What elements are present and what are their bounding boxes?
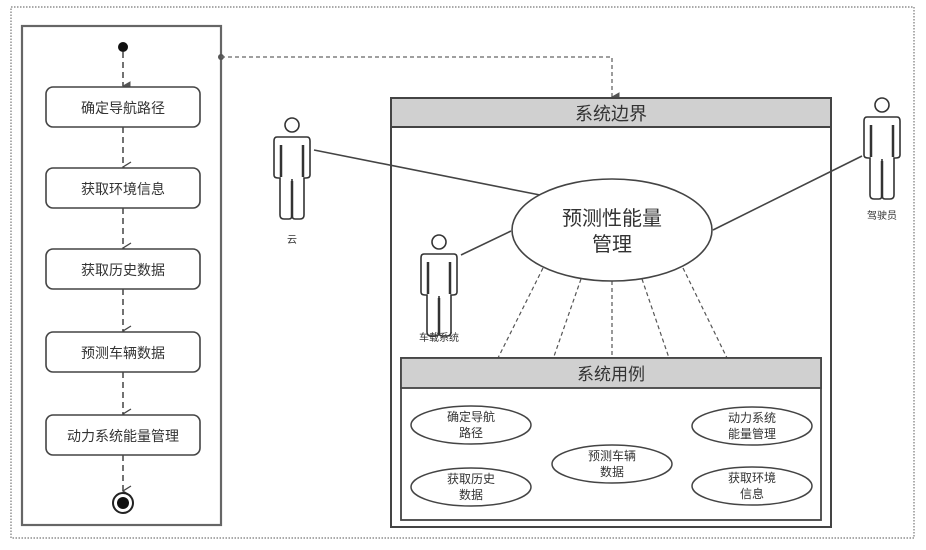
outer-frame [10,6,915,539]
usecase-navigation-route[interactable]: 确定导航 路径 [410,405,532,445]
activity-step[interactable]: 动力系统能量管理 [45,414,201,456]
usecase-label: 确定导航 [447,409,495,424]
activity-step-label: 预测车辆数据 [81,345,165,362]
include-arrow [475,267,544,410]
usecase-environment-info[interactable]: 获取环境 信息 [691,466,813,506]
usecase-predict-vehicle-data[interactable]: 预测车辆 数据 [551,444,673,484]
usecase-label: 预测车辆 [588,448,636,463]
trace-connector [221,56,620,102]
main-usecase-line2: 管理 [592,232,632,256]
main-usecase[interactable]: 预测性能量 管理 [511,178,713,282]
actor-driver[interactable]: 驾驶员 [862,96,902,222]
actor-cloud[interactable]: 云 [272,116,312,246]
usecase-label: 能量管理 [728,426,776,441]
activity-step[interactable]: 获取环境信息 [45,167,201,209]
usecase-label: 信息 [740,486,764,501]
activity-step-label: 获取环境信息 [81,181,165,198]
actor-icon [862,96,902,201]
final-node [112,492,134,514]
actor-icon [272,116,312,221]
usecase-powertrain-energy[interactable]: 动力系统 能量管理 [691,406,813,446]
main-usecase-line1: 预测性能量 [562,206,662,230]
usecase-package-title: 系统用例 [577,365,645,385]
association-driver [712,155,863,231]
usecase-label: 路径 [459,425,483,440]
association-vehicle [460,230,512,256]
usecase-history-data[interactable]: 获取历史 数据 [410,467,532,507]
activity-step-label: 确定导航路径 [81,101,165,117]
association-cloud [313,149,541,196]
usecase-label: 获取历史 [447,472,495,486]
activity-step[interactable]: 获取历史数据 [45,248,201,290]
usecase-label: 动力系统 [728,411,776,425]
activity-step-label: 动力系统能量管理 [67,429,179,445]
actor-cloud-label: 云 [287,235,297,246]
initial-node [118,42,128,52]
usecase-label: 数据 [459,487,483,502]
usecase-label: 获取环境 [728,470,776,485]
actor-vehicle[interactable]: 车载系统 [419,233,459,344]
actor-vehicle-label: 车载系统 [419,331,459,344]
activity-step[interactable]: 预测车辆数据 [45,331,201,373]
system-boundary-title: 系统边界 [575,104,647,125]
activity-step[interactable]: 确定导航路径 [45,86,201,128]
actor-driver-label: 驾驶员 [867,209,897,222]
usecase-label: 数据 [600,464,624,479]
activity-step-label: 获取历史数据 [81,263,165,279]
